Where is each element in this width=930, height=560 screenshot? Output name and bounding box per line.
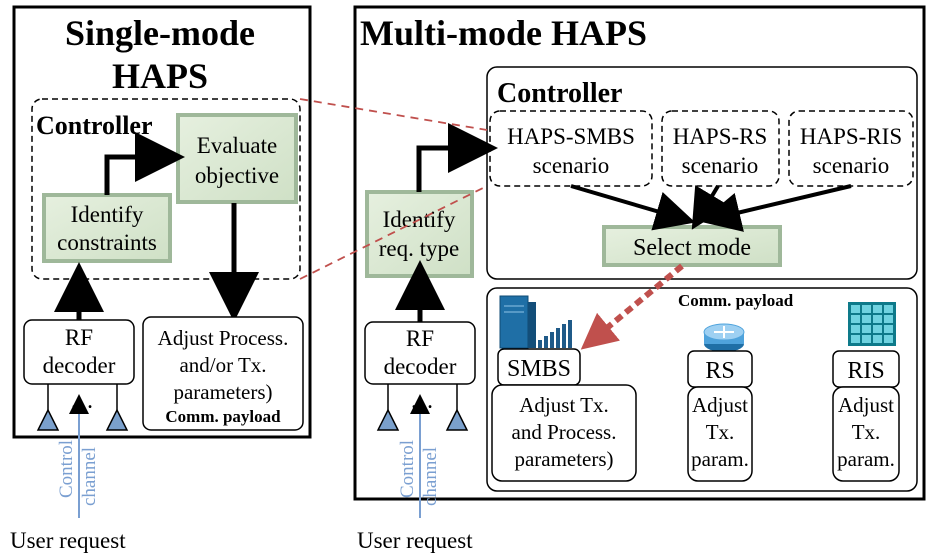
left-control-line1: Control [56, 440, 77, 498]
rs-label: RS [705, 358, 734, 384]
identify-req-type-box: Identify req. type [365, 190, 474, 278]
ris-label-box: RIS [832, 350, 900, 388]
server-icon [499, 295, 536, 349]
ris-grid-cell [873, 325, 882, 333]
left-adjust-line1: Adjust Process. [158, 326, 289, 350]
ris-grid-cell [884, 335, 893, 343]
ris-adjust-line2: Tx. [852, 420, 881, 444]
arrow-identify-to-scenarios [416, 123, 498, 192]
single-mode-title-line2: HAPS [112, 56, 208, 96]
ris-grid-cell [851, 325, 860, 333]
zoom-connector-top [299, 98, 488, 131]
select-mode-label: Select mode [633, 235, 751, 261]
identify-req-line2: req. type [379, 236, 459, 261]
ris-grid-cell [851, 335, 860, 343]
evaluate-line2: objective [195, 163, 279, 188]
ris-grid-cell [862, 335, 871, 343]
left-payload-label: Comm. payload [165, 407, 281, 426]
smbs-adjust-box: Adjust Tx. and Process. parameters) [491, 384, 637, 482]
scenario-rs-line1: HAPS-RS [673, 124, 768, 149]
scenario-smbs-box: HAPS-SMBS scenario [489, 110, 653, 187]
identify-constraints-line2: constraints [57, 230, 157, 255]
right-controller-label: Controller [497, 78, 622, 109]
arrow-identify-to-evaluate [104, 132, 185, 195]
arrow-smbs-to-select [570, 184, 696, 231]
ris-grid-cell [884, 325, 893, 333]
left-antenna-dots: … [70, 388, 94, 414]
scenario-ris-line1: HAPS-RIS [800, 124, 902, 149]
rs-adjust-line2: Tx. [706, 420, 735, 444]
ris-grid-cell [873, 305, 882, 313]
right-antenna-1 [376, 384, 400, 431]
ris-adjust-line3: param. [837, 447, 895, 471]
rs-adjust-box: Adjust Tx. param. [687, 386, 753, 482]
ris-grid-cell [884, 305, 893, 313]
smbs-label-box: SMBS [497, 348, 581, 386]
zoom-connector-bottom [299, 185, 488, 280]
scenario-smbs-line2: scenario [533, 153, 610, 178]
right-antenna-dots: … [410, 388, 434, 414]
router-icon [703, 323, 745, 352]
right-user-request: User request [357, 528, 473, 553]
evaluate-line1: Evaluate [197, 133, 277, 158]
ris-adjust-line1: Adjust [838, 393, 894, 417]
right-rf-decoder-box: RF decoder [364, 321, 476, 385]
left-control-line2: channel [79, 447, 100, 506]
smbs-adjust-line1: Adjust Tx. [519, 393, 608, 417]
left-user-request: User request [10, 528, 126, 553]
right-control-line2: channel [420, 447, 441, 506]
left-rf-line2: decoder [43, 353, 116, 378]
rs-label-box: RS [687, 350, 753, 388]
ris-grid-cell [862, 325, 871, 333]
scenario-ris-box: HAPS-RIS scenario [788, 110, 914, 187]
right-rf-line1: RF [406, 326, 434, 351]
bar-chart-icon [538, 320, 572, 348]
multi-mode-title: Multi-mode HAPS [360, 13, 647, 53]
smbs-label: SMBS [507, 356, 571, 382]
smbs-adjust-line2: and Process. [512, 420, 617, 444]
select-mode-box: Select mode [602, 225, 782, 267]
left-controller-label: Controller [36, 111, 153, 140]
left-antenna-1 [36, 384, 60, 431]
right-rf-line2: decoder [384, 354, 457, 379]
select-to-smbs-arrow [580, 263, 684, 350]
left-rf-decoder-box: RF decoder [23, 319, 135, 385]
ris-grid-icon [848, 302, 896, 346]
scenario-ris-line2: scenario [813, 153, 890, 178]
ris-grid-cell [884, 315, 893, 323]
identify-constraints-box: Identify constraints [42, 193, 172, 263]
arrow-ris-to-select [700, 184, 852, 232]
ris-adjust-box: Adjust Tx. param. [832, 386, 900, 482]
scenario-rs-line2: scenario [682, 153, 759, 178]
ris-grid-cell [873, 315, 882, 323]
ris-grid-cell [873, 335, 882, 343]
left-rf-line1: RF [65, 325, 93, 350]
scenario-rs-box: HAPS-RS scenario [661, 110, 780, 187]
ris-grid-cell [862, 305, 871, 313]
ris-grid-cell [851, 305, 860, 313]
ris-label: RIS [847, 358, 884, 384]
scenario-smbs-line1: HAPS-SMBS [507, 124, 635, 149]
rs-adjust-line1: Adjust [692, 393, 748, 417]
left-antenna-2 [105, 384, 129, 431]
right-control-line1: Control [397, 440, 418, 498]
left-adjust-line2: and/or Tx. [179, 353, 266, 377]
evaluate-objective-box: Evaluate objective [176, 113, 298, 204]
smbs-adjust-line3: parameters) [514, 447, 613, 471]
left-adjust-box: Adjust Process. and/or Tx. parameters) C… [142, 316, 304, 431]
right-antenna-2 [445, 384, 469, 431]
rs-adjust-line3: param. [691, 447, 749, 471]
left-controller-box [31, 98, 301, 280]
identify-constraints-line1: Identify [71, 202, 144, 227]
ris-grid-cell [862, 315, 871, 323]
left-adjust-line3: parameters) [173, 380, 272, 404]
ris-grid-cell [851, 315, 860, 323]
right-payload-label: Comm. payload [678, 291, 794, 310]
single-mode-title-line1: Single-mode [65, 13, 255, 53]
